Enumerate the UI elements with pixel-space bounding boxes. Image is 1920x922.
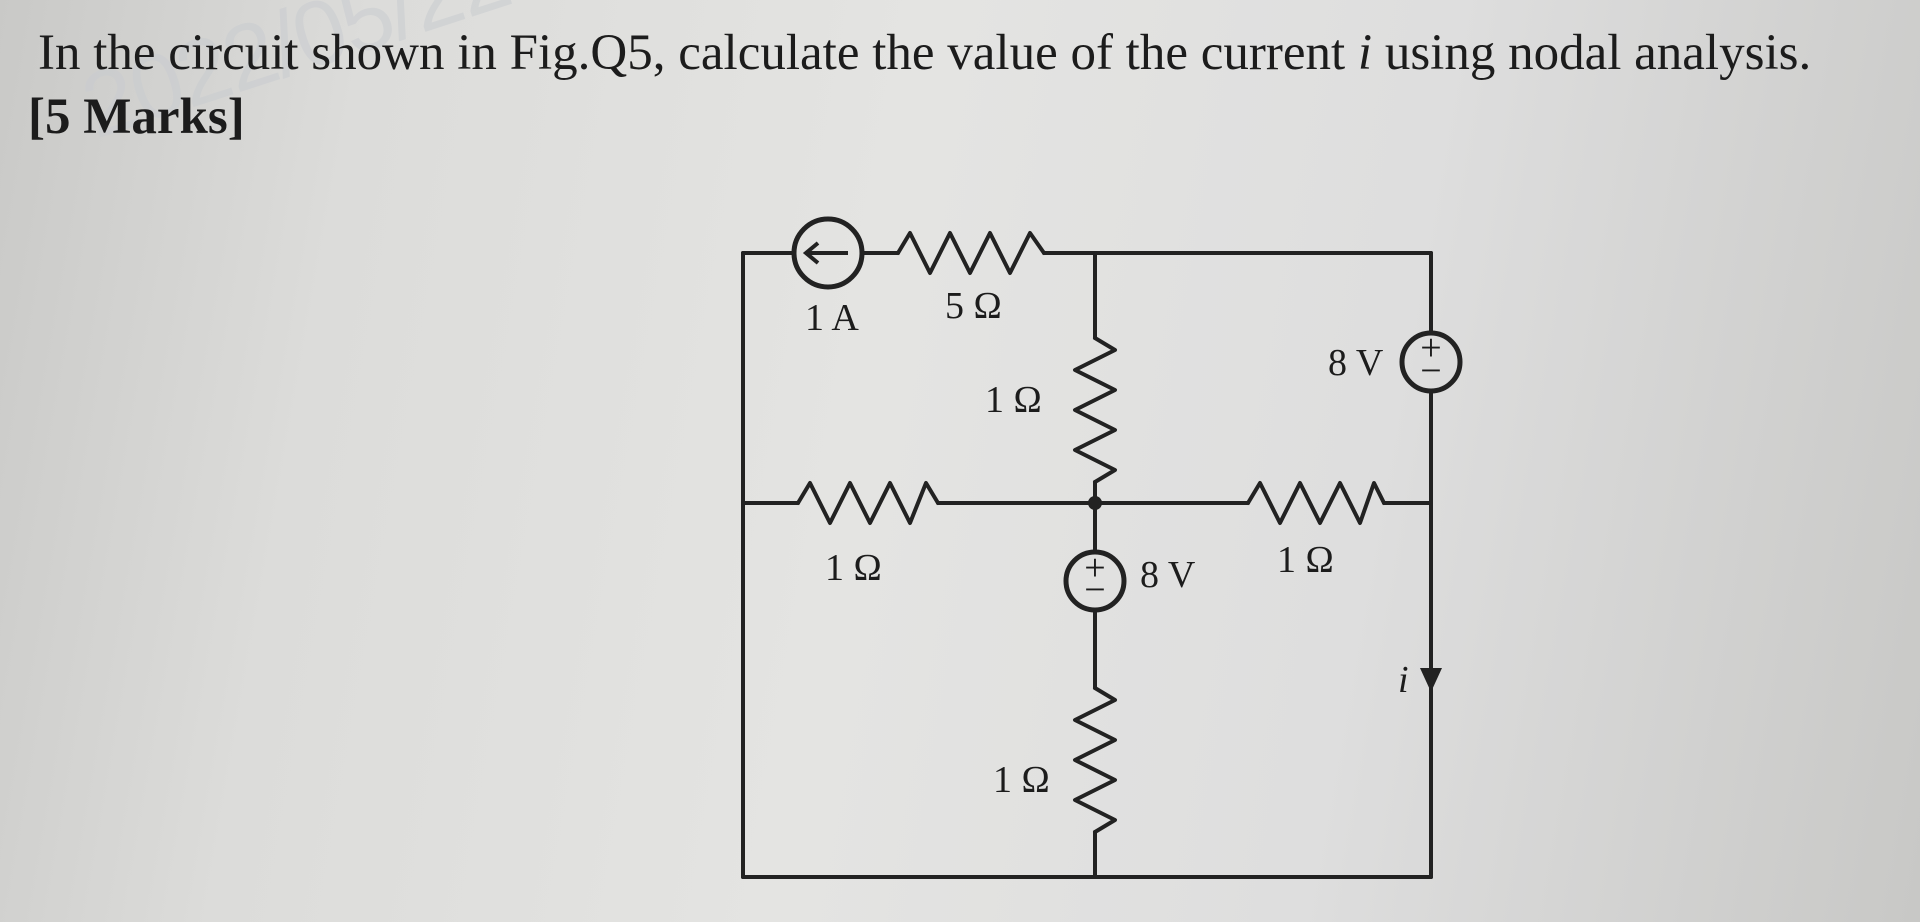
bottom-resistor-label: 1 Ω (993, 759, 1050, 801)
resistor-5ohm (896, 231, 1046, 275)
top-resistor-label: 5 Ω (945, 285, 1002, 327)
center-source-label: 8 V (1140, 554, 1196, 596)
marks-label: [5 Marks] (28, 89, 245, 145)
right-resistor-label: 1 Ω (1277, 539, 1334, 581)
junction-node (1088, 496, 1102, 510)
resistor-left-1ohm (796, 481, 940, 525)
voltage-source-center-icon: + − (1063, 547, 1127, 613)
resistor-right-1ohm (1246, 481, 1386, 525)
circuit-wires (741, 251, 1433, 879)
current-source-icon (791, 216, 865, 290)
current-arrow-icon (1420, 668, 1442, 692)
plus-symbol: + (1084, 547, 1105, 589)
current-label: i (1398, 659, 1409, 701)
left-resistor-label: 1 Ω (825, 547, 882, 589)
plus-symbol: + (1420, 327, 1441, 369)
question-text: In the circuit shown in Fig.Q5, calculat… (38, 22, 1811, 84)
question-text-after: using nodal analysis. (1372, 25, 1812, 81)
current-source-label: 1 A (805, 297, 859, 339)
minus-symbol: − (1420, 350, 1441, 392)
question-text-before: In the circuit shown in Fig.Q5, calculat… (38, 25, 1358, 81)
resistor-bottom-1ohm (1073, 686, 1117, 834)
voltage-source-top-right-icon: + − (1399, 327, 1463, 394)
current-variable: i (1357, 25, 1373, 81)
middle-resistor-label: 1 Ω (985, 379, 1042, 421)
top-right-source-label: 8 V (1328, 342, 1384, 384)
minus-symbol: − (1084, 569, 1105, 611)
resistor-middle-1ohm (1073, 336, 1117, 484)
